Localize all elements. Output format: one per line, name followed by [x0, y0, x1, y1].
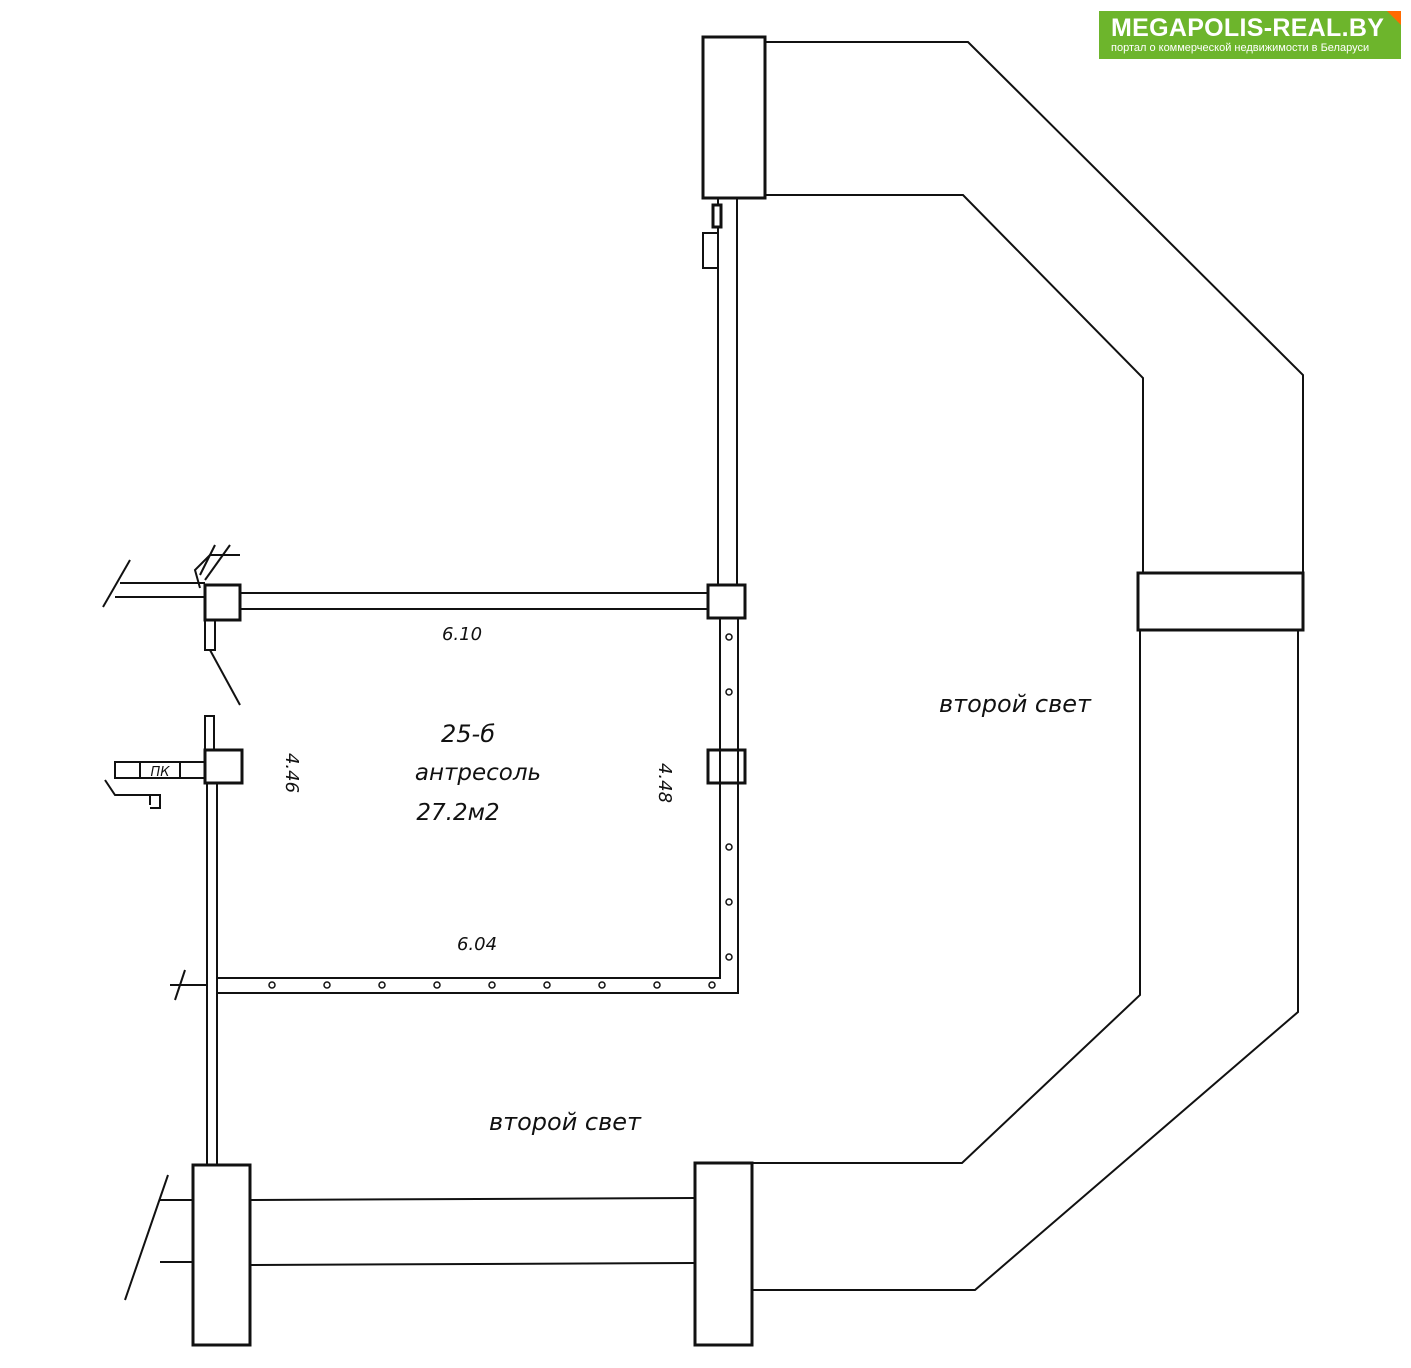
- wall-top: [240, 592, 708, 610]
- wall-bottom: [124, 1174, 696, 1301]
- logo-title: MEGAPOLIS-REAL.BY: [1111, 14, 1385, 42]
- column-left-mid: [203, 748, 244, 785]
- column-bottom-left: [191, 1163, 252, 1347]
- void-label-bottom: второй свет: [489, 1108, 642, 1136]
- dim-left: 4.46: [281, 753, 302, 793]
- dim-top: 6.10: [442, 624, 482, 645]
- room-number: 25-б: [441, 720, 495, 748]
- cabinet-label: ПК: [150, 765, 170, 780]
- logo-corner-icon: [1387, 11, 1401, 25]
- wall-left: [170, 783, 218, 1165]
- column-top: [701, 35, 767, 200]
- railing: [217, 618, 739, 994]
- column-mid-right: [706, 748, 747, 785]
- column-right: [1136, 571, 1305, 632]
- room-area: 27.2м2: [416, 800, 499, 826]
- logo-subtitle: портал о коммерческой недвижимости в Бел…: [1111, 42, 1370, 54]
- column-corner: [706, 583, 747, 620]
- dim-right: 4.48: [654, 763, 675, 803]
- megapolis-logo[interactable]: MEGAPOLIS-REAL.BY портал о коммерческой …: [1099, 11, 1401, 59]
- left-details: [102, 544, 241, 809]
- partition-vertical-top: [702, 198, 738, 585]
- column-left-top: [203, 583, 242, 622]
- void-label-right: второй свет: [939, 690, 1092, 718]
- column-bottom-mid: [693, 1161, 754, 1347]
- dim-bottom: 6.04: [457, 934, 497, 955]
- room-name: антресоль: [415, 760, 541, 786]
- outer-wall-band: [752, 41, 1305, 1291]
